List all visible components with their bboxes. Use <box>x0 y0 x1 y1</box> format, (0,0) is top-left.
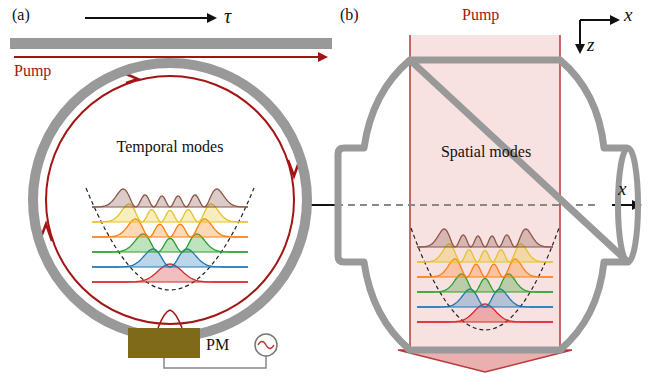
pump-label: Pump <box>462 6 499 24</box>
mode-fill <box>417 274 553 292</box>
mode-curve <box>92 204 248 222</box>
potential-parabola <box>86 188 254 290</box>
mode-baseline <box>92 282 248 283</box>
mode-baseline <box>417 247 553 248</box>
cavity-axis <box>336 204 600 206</box>
circulating-light <box>46 76 294 324</box>
pulse-shape <box>158 310 182 328</box>
node-outline <box>330 45 642 355</box>
axis-label: x <box>618 178 626 200</box>
beam-edge <box>559 35 561 350</box>
axis-label: z <box>587 34 594 56</box>
mode-curve <box>417 304 553 322</box>
modulator-label: PM <box>206 336 229 354</box>
mode-fill <box>417 229 553 247</box>
potential-parabola <box>411 228 559 330</box>
cavity: Spatial modes <box>330 45 642 355</box>
mode-fill <box>417 259 553 277</box>
mode-baseline <box>417 262 553 263</box>
region-title: Temporal modes <box>117 138 224 156</box>
mode-baseline <box>92 252 248 253</box>
mode-curve <box>417 259 553 277</box>
mode-baseline <box>92 207 248 208</box>
mode-baseline <box>417 292 553 293</box>
node-outline <box>28 58 312 342</box>
panel-label: (b) <box>340 6 359 24</box>
mode-curve <box>417 244 553 262</box>
beam-edge <box>409 35 411 350</box>
mode-baseline <box>92 237 248 238</box>
mode-fill <box>417 289 553 307</box>
x-axis-arrow <box>580 19 618 21</box>
mode-curve <box>92 264 248 282</box>
pump-line <box>14 56 326 58</box>
mode-baseline <box>92 222 248 223</box>
mode-curve <box>417 289 553 307</box>
mode-curve <box>92 189 248 207</box>
rf-source <box>255 334 277 356</box>
bus-waveguide <box>10 38 332 49</box>
mode-curve <box>92 249 248 267</box>
z-axis-arrow <box>579 20 581 52</box>
mode-curve <box>92 219 248 237</box>
mode-fill <box>92 264 248 282</box>
phase-modulator: PM <box>128 328 200 358</box>
mode-fill <box>92 219 248 237</box>
pump-label: Pump <box>14 62 51 80</box>
mode-fill <box>92 189 248 207</box>
time-axis-arrow <box>85 17 215 19</box>
cavity-axis <box>310 204 336 206</box>
panel-label: (a) <box>12 6 30 24</box>
mode-fill <box>417 244 553 262</box>
ring-resonator: Temporal modes <box>28 58 312 342</box>
mode-baseline <box>417 322 553 323</box>
axis-label: τ <box>224 5 231 28</box>
mode-baseline <box>417 307 553 308</box>
sine-symbol <box>258 342 274 349</box>
region-title: Spatial modes <box>441 143 531 161</box>
mode-curve <box>417 274 553 292</box>
axis-label: x <box>624 4 632 26</box>
node-outline <box>128 328 200 358</box>
mode-curve <box>92 234 248 252</box>
mode-fill <box>92 234 248 252</box>
mode-fill <box>417 304 553 322</box>
mode-baseline <box>92 267 248 268</box>
mode-curve <box>417 229 553 247</box>
mode-fill <box>92 249 248 267</box>
mode-fill <box>92 204 248 222</box>
mode-baseline <box>417 277 553 278</box>
loop-arrowhead <box>126 74 138 83</box>
